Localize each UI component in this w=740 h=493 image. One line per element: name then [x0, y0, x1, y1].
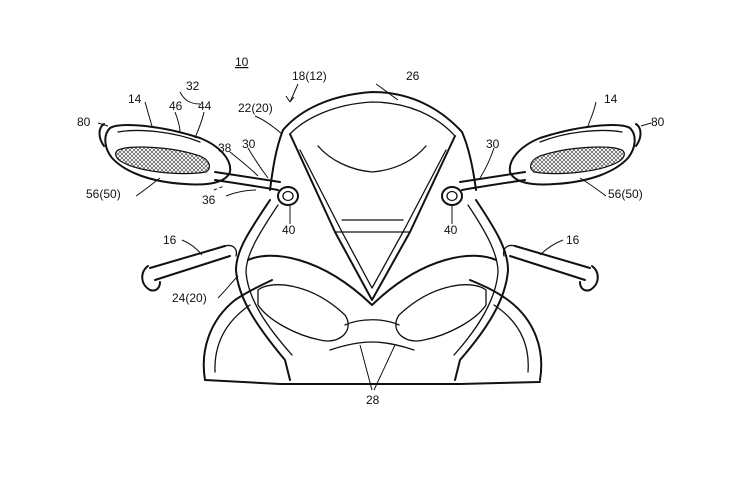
label-46: 46: [169, 99, 183, 113]
label-28: 28: [366, 393, 380, 407]
windscreen: [282, 91, 463, 173]
left-handlebar: [141, 244, 238, 292]
label-16-right: 16: [566, 233, 580, 247]
lower-fairing: [202, 279, 543, 385]
label-56-50-right: 56(50): [608, 187, 643, 201]
left-mirror-base: [277, 186, 299, 206]
figure-number: 10: [235, 55, 249, 69]
label-44: 44: [198, 99, 212, 113]
leader-lines: [97, 83, 652, 391]
intake-ducts: [257, 284, 487, 351]
label-36: 36: [202, 193, 216, 207]
label-32: 32: [186, 79, 200, 93]
right-turn-signal-lens: [530, 146, 625, 175]
label-30-right: 30: [486, 137, 500, 151]
upper-cowl: [269, 129, 477, 301]
label-56-50-left: 56(50): [86, 187, 121, 201]
label-14-right: 14: [604, 92, 618, 106]
label-80-right: 80: [651, 115, 665, 129]
left-mirror: [98, 123, 299, 206]
label-38: 38: [218, 141, 232, 155]
label-26: 26: [406, 69, 420, 83]
side-cowls: [235, 199, 509, 381]
label-30-left: 30: [242, 137, 256, 151]
reference-labels: 10 18(12) 26 22(20) 32 46 44 14 14 80 80…: [77, 55, 665, 407]
left-turn-signal-lens: [115, 146, 210, 175]
right-mirror: [441, 123, 642, 206]
label-14-left: 14: [128, 92, 142, 106]
label-40-left: 40: [282, 223, 296, 237]
stay-dash: [213, 185, 225, 191]
label-40-right: 40: [444, 223, 458, 237]
right-mirror-base: [441, 186, 463, 206]
label-22-20: 22(20): [238, 101, 273, 115]
label-18-12: 18(12): [292, 69, 327, 83]
label-16-left: 16: [163, 233, 177, 247]
label-80-left: 80: [77, 115, 91, 129]
label-24-20: 24(20): [172, 291, 207, 305]
right-handlebar: [502, 244, 599, 292]
